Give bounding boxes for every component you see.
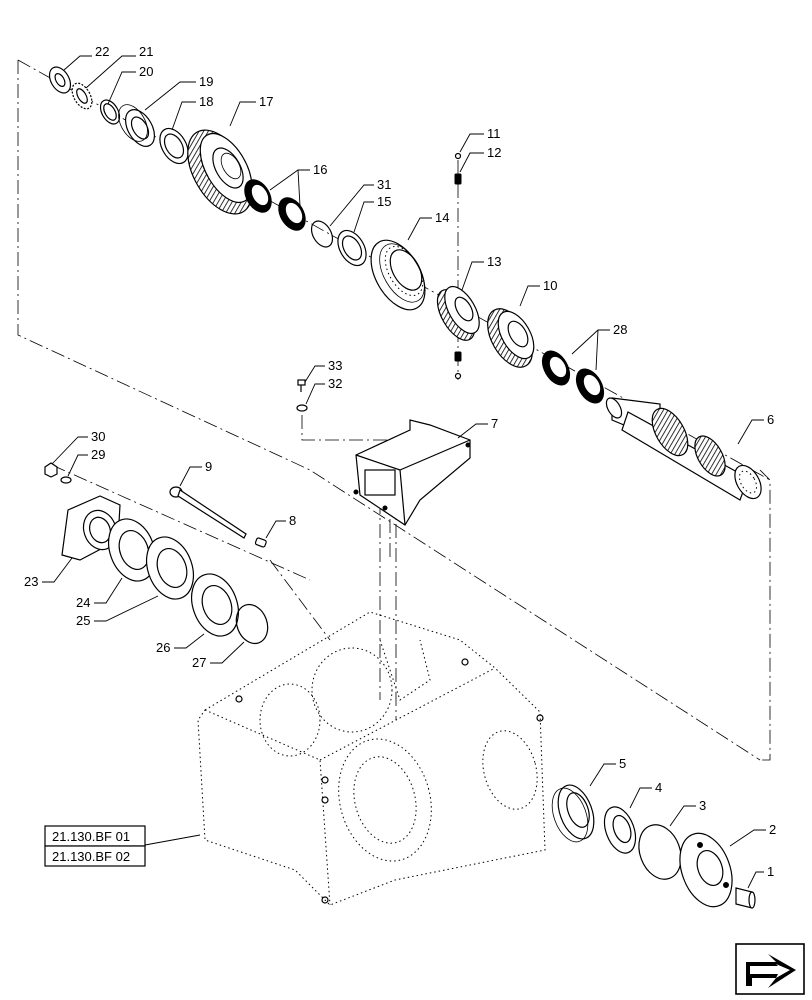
label-27: 27 (192, 655, 206, 670)
part-14-synchronizer-sleeve[interactable] (360, 231, 436, 319)
label-26: 26 (156, 640, 170, 655)
label-20: 20 (139, 64, 153, 79)
label-19: 19 (199, 74, 213, 89)
part-24-gasket[interactable] (100, 512, 163, 587)
label-24: 24 (76, 595, 90, 610)
label-31: 31 (377, 177, 391, 192)
part-19-bearing[interactable] (113, 100, 161, 152)
reference-2: 21.130.BF 02 (52, 849, 130, 864)
part-7-gear-cover[interactable] (353, 419, 471, 526)
part-27-o-ring[interactable] (231, 600, 273, 648)
label-11: 11 (487, 126, 501, 141)
label-25: 25 (76, 613, 90, 628)
label-15: 15 (377, 194, 391, 209)
label-21: 21 (139, 44, 153, 59)
label-2: 2 (769, 822, 776, 837)
part-32-washer[interactable] (296, 404, 308, 412)
label-32: 32 (328, 376, 342, 391)
label-30: 30 (91, 429, 105, 444)
label-9: 9 (205, 459, 212, 474)
part-3-o-ring[interactable] (632, 819, 689, 885)
part-26-gasket[interactable] (183, 567, 246, 642)
label-29: 29 (91, 447, 105, 462)
label-5: 5 (619, 756, 626, 771)
part-6-shaft[interactable] (603, 395, 766, 503)
part-30-bolt[interactable] (44, 462, 58, 478)
label-12: 12 (487, 145, 501, 160)
label-3: 3 (699, 798, 706, 813)
label-17: 17 (259, 94, 273, 109)
part-17-gear[interactable] (174, 119, 265, 225)
label-6: 6 (767, 412, 774, 427)
reference-1: 21.130.BF 01 (52, 829, 130, 844)
part-2-cover-plate[interactable] (670, 826, 741, 914)
part-31-snap-ring[interactable] (307, 217, 337, 250)
part-33-bolt[interactable] (297, 379, 306, 392)
label-7: 7 (491, 416, 498, 431)
transmission-housing (197, 611, 546, 906)
label-18: 18 (199, 94, 213, 109)
part-13-synchronizer-hub[interactable] (430, 281, 486, 380)
part-16-bushings[interactable] (239, 174, 312, 235)
part-9-shift-rod[interactable] (169, 486, 247, 539)
part-18-washer[interactable] (154, 124, 194, 169)
label-13: 13 (487, 254, 501, 269)
label-14: 14 (435, 210, 449, 225)
label-22: 22 (95, 44, 109, 59)
part-22-nut[interactable] (45, 63, 75, 96)
label-23: 23 (24, 574, 38, 589)
part-25-gasket[interactable] (138, 530, 201, 605)
reference-box[interactable]: 21.130.BF 01 21.130.BF 02 (44, 825, 146, 867)
part-8-pin[interactable] (254, 537, 267, 548)
label-1: 1 (767, 864, 774, 879)
label-16: 16 (313, 162, 327, 177)
part-21-lock-washer[interactable] (68, 80, 96, 112)
label-8: 8 (289, 513, 296, 528)
label-4: 4 (655, 780, 662, 795)
part-5-bearing[interactable] (545, 780, 600, 847)
label-10: 10 (543, 278, 557, 293)
part-4-seal[interactable] (599, 803, 642, 858)
next-page-arrow-icon[interactable] (735, 943, 805, 995)
part-28-bushings[interactable] (536, 346, 610, 409)
part-number-labels: 22 21 20 19 18 17 16 31 15 14 11 12 13 1… (24, 44, 776, 879)
part-15-thrust-washer[interactable] (332, 226, 372, 271)
label-33: 33 (328, 358, 342, 373)
part-1-bolt[interactable] (735, 887, 756, 909)
part-11-ball[interactable] (454, 152, 462, 160)
part-12-spring[interactable] (454, 173, 462, 185)
part-10-gear[interactable] (478, 301, 541, 374)
part-20-spacer[interactable] (97, 97, 124, 128)
label-28: 28 (613, 322, 627, 337)
part-29-washer[interactable] (60, 476, 72, 484)
leader-lines (42, 55, 766, 889)
